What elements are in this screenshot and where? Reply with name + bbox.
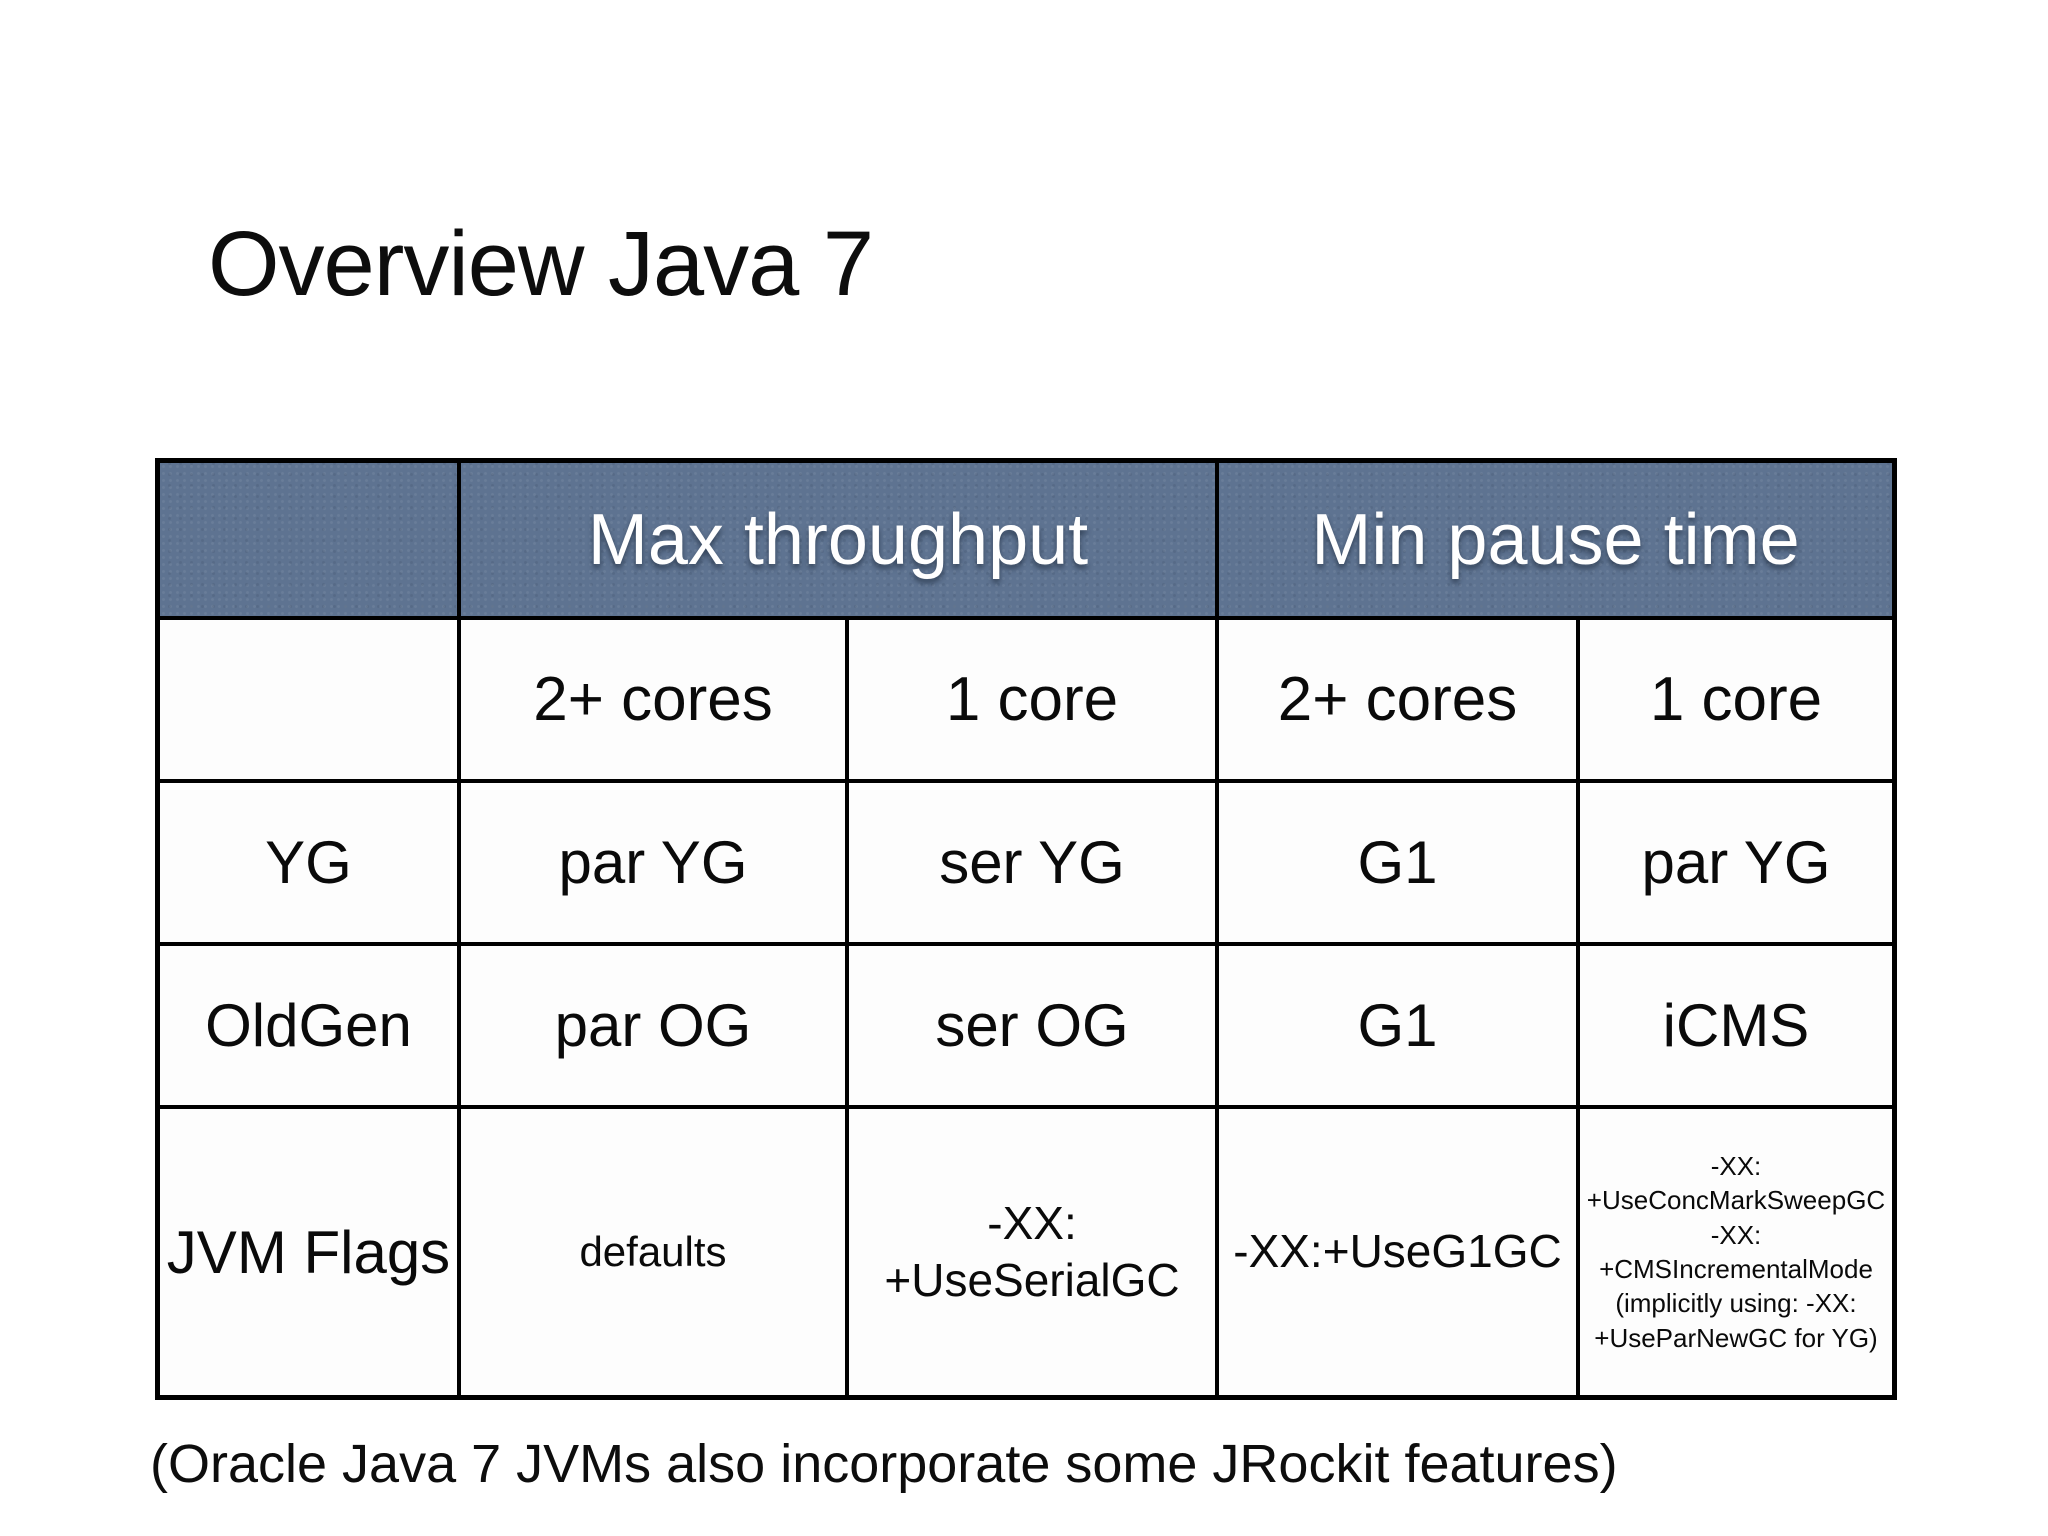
table-corner-header-cell <box>160 463 461 620</box>
cell-flags-max-1-core: -XX: +UseSerialGC <box>849 1109 1219 1395</box>
cell-oldgen-max-2plus-cores: par OG <box>461 946 849 1109</box>
column-header-min-2plus-cores: 2+ cores <box>1219 620 1580 783</box>
column-header-max-1-core: 1 core <box>849 620 1219 783</box>
row-label-oldgen: OldGen <box>160 946 461 1109</box>
page-title: Overview Java 7 <box>208 213 874 315</box>
gc-comparison-table: Max throughput Min pause time 2+ cores 1… <box>155 458 1897 1400</box>
row-label-jvm-flags: JVM Flags <box>160 1109 461 1395</box>
cell-flags-min-2plus-cores: -XX:+UseG1GC <box>1219 1109 1580 1395</box>
cell-flags-max-2plus-cores: defaults <box>461 1109 849 1395</box>
cell-oldgen-min-2plus-cores: G1 <box>1219 946 1580 1109</box>
group-header-max-throughput: Max throughput <box>461 463 1219 620</box>
cell-oldgen-max-1-core: ser OG <box>849 946 1219 1109</box>
cell-flags-min-1-core: -XX: +UseConcMarkSweepGC -XX: +CMSIncrem… <box>1580 1109 1892 1395</box>
footnote: (Oracle Java 7 JVMs also incorporate som… <box>150 1434 1618 1494</box>
row-label-yg: YG <box>160 783 461 946</box>
group-header-min-pause-time: Min pause time <box>1219 463 1892 620</box>
cell-yg-max-1-core: ser YG <box>849 783 1219 946</box>
cell-yg-max-2plus-cores: par YG <box>461 783 849 946</box>
cell-yg-min-2plus-cores: G1 <box>1219 783 1580 946</box>
cell-oldgen-min-1-core: iCMS <box>1580 946 1892 1109</box>
cell-yg-min-1-core: par YG <box>1580 783 1892 946</box>
column-header-min-1-core: 1 core <box>1580 620 1892 783</box>
column-header-max-2plus-cores: 2+ cores <box>461 620 849 783</box>
subheader-corner-cell <box>160 620 461 783</box>
